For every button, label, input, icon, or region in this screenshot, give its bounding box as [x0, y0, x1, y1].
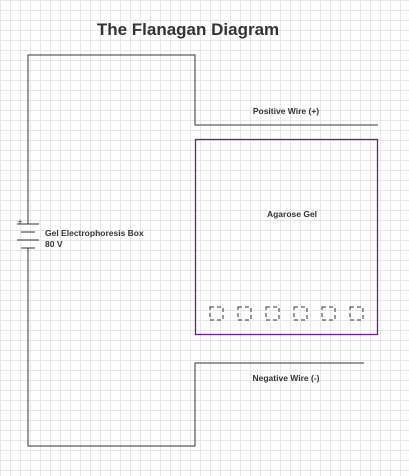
battery-plus-sign: + [17, 217, 22, 227]
gel-well [265, 306, 280, 321]
positive-wire-label: Positive Wire (+) [253, 106, 319, 116]
gel-wells [209, 306, 364, 321]
positive-wire [27, 54, 378, 224]
battery-voltage: 80 V [45, 239, 63, 249]
battery-symbol [17, 223, 39, 249]
negative-wire [27, 248, 364, 447]
gel-well [293, 306, 308, 321]
circuit-wires [27, 54, 378, 447]
gel-well [209, 306, 224, 321]
gel-well [321, 306, 336, 321]
agarose-gel-box [194, 138, 379, 336]
diagram-title: The Flanagan Diagram [97, 20, 279, 39]
negative-wire-label: Negative Wire (-) [253, 373, 320, 383]
gel-well [237, 306, 252, 321]
agarose-gel-label: Agarose Gel [267, 209, 317, 219]
battery-label: Gel Electrophoresis Box [45, 228, 144, 238]
gel-well [349, 306, 364, 321]
